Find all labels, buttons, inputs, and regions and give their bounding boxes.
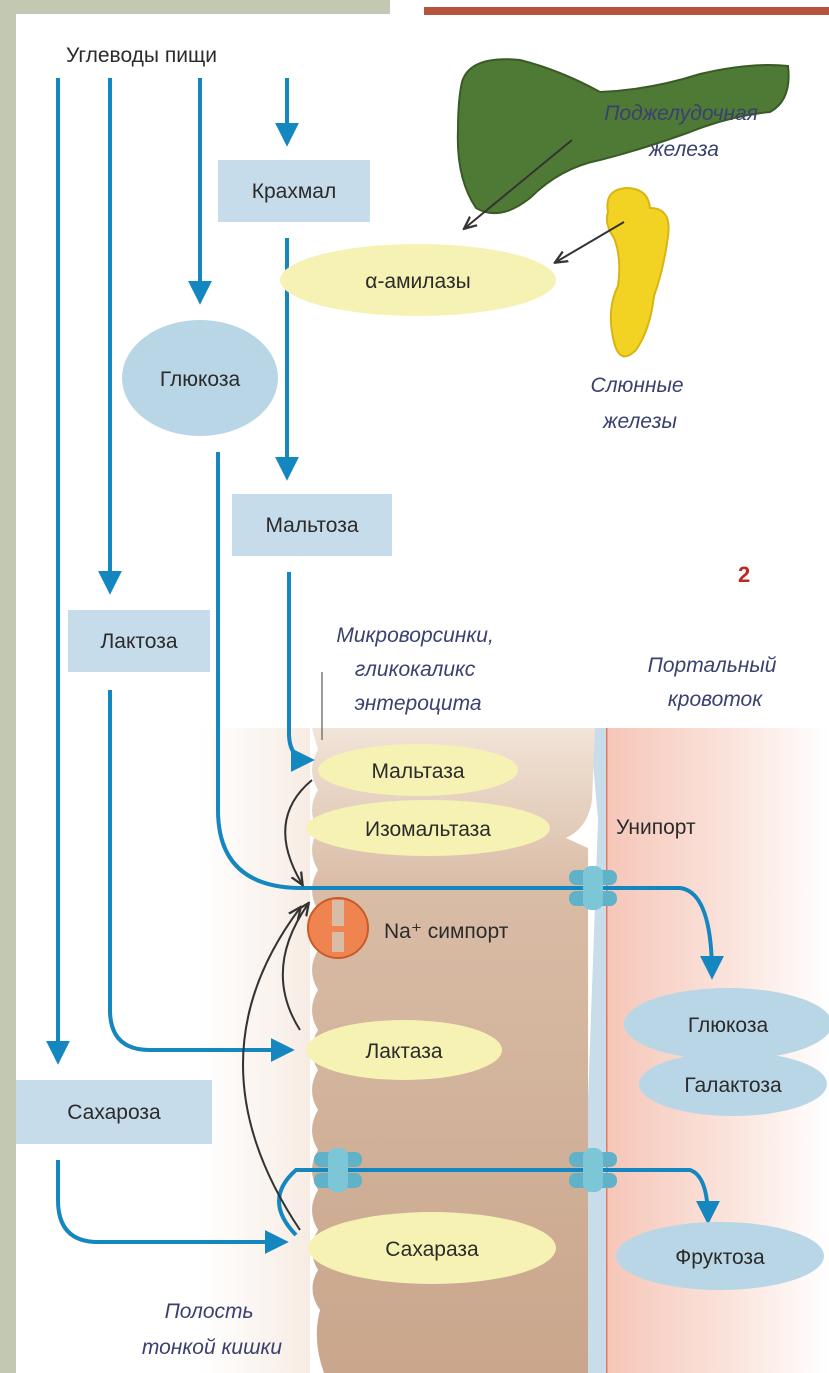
microvilli-label: Микроворсинки, гликокаликс энтероцита [336, 624, 499, 715]
glucose-top-label: Глюкоза [160, 368, 241, 391]
galactose-label: Галактоза [684, 1074, 782, 1097]
basolateral-space [588, 728, 606, 1373]
lactase-label: Лактаза [365, 1040, 442, 1063]
isomaltase-label: Изомальтаза [365, 818, 491, 841]
salivary-gland-icon [607, 188, 669, 356]
figure-number: 2 [738, 562, 750, 587]
starch-label: Крахмал [252, 180, 336, 203]
uniport-label: Унипорт [616, 816, 696, 839]
food-carbs-label: Углеводы пищи [66, 44, 217, 67]
salivary-pointer-arrow [556, 222, 624, 262]
salivary-label: Слюнные железы [591, 374, 690, 433]
glucose-blood-label: Глюкоза [688, 1014, 769, 1037]
fructose-label: Фруктоза [675, 1246, 765, 1269]
lactose-label: Лактоза [100, 630, 177, 653]
sucrase-label: Сахараза [385, 1238, 479, 1261]
maltase-label: Мальтаза [371, 760, 464, 783]
na-symport-label: Na⁺ симпорт [384, 920, 509, 943]
amylase-label: α-амилазы [365, 270, 470, 293]
na-symport-transporter-icon [308, 898, 368, 958]
top-frame-bar [0, 0, 390, 14]
portal-label: Портальный кровоток [648, 654, 783, 711]
left-frame-bar [0, 0, 16, 1373]
maltose-label: Мальтоза [265, 514, 358, 537]
sucrose-label: Сахароза [67, 1101, 161, 1124]
top-accent-bar [424, 7, 829, 15]
